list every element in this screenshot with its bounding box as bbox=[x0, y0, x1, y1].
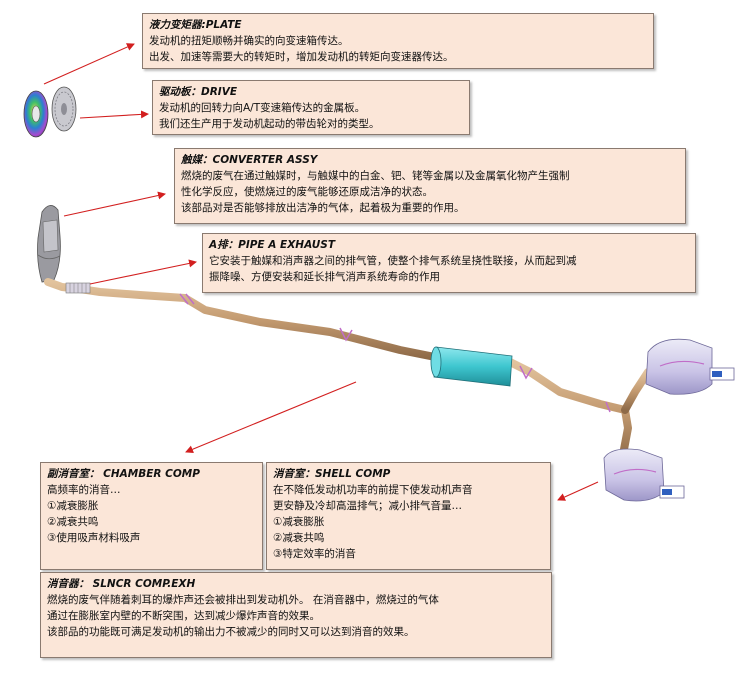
callout-line: 我们还生产用于发动机起动的带齿轮对的类型。 bbox=[159, 118, 380, 130]
callout-drive-plate: 驱动板：DRIVE 发动机的回转力向A/T变速箱传达的金属板。 我们还生产用于发… bbox=[152, 80, 470, 135]
callout-title: 副消音室： CHAMBER COMP bbox=[47, 468, 200, 480]
callout-a-pipe: A排：PIPE A EXHAUST 它安装于触媒和消声器之间的排气管，使整个排气… bbox=[202, 233, 696, 293]
callout-line: 该部品的功能既可满足发动机的输出力不被减少的同时又可以达到消音的效果。 bbox=[47, 626, 415, 638]
arrow-sub-chamber bbox=[185, 381, 357, 454]
callout-line: ③使用吸声材料吸声 bbox=[47, 532, 141, 544]
callout-torque-converter: 液力变矩器:PLATE 发动机的扭矩顺畅并确实的向变速箱传达。 出发、加速等需要… bbox=[142, 13, 654, 69]
callout-shell: 消音室：SHELL COMP 在不降低发动机功率的前提下使发动机声音 更安静及冷… bbox=[266, 462, 551, 570]
callout-arrows bbox=[43, 43, 599, 501]
callout-title: 消音室：SHELL COMP bbox=[273, 468, 391, 480]
callout-title: 触媒：CONVERTER ASSY bbox=[181, 154, 318, 166]
callout-silencer: 消音器： SLNCR COMP.EXH 燃烧的废气伴随着刺耳的爆炸声还会被排出到… bbox=[40, 572, 552, 658]
callout-line: 燃烧的废气伴随着刺耳的爆炸声还会被排出到发动机外。 在消音器中，燃烧过的气体 bbox=[47, 594, 439, 606]
silencer-lower-icon bbox=[603, 448, 685, 502]
callout-line: 振降噪、方便安装和延长排气消声系统寿命的作用 bbox=[209, 271, 440, 283]
callout-line: 性化学反应，使燃烧过的废气能够还原成洁净的状态。 bbox=[181, 186, 433, 198]
callout-line: ①减衰膨胀 bbox=[273, 516, 325, 528]
muffler-icon bbox=[430, 346, 513, 387]
callout-title: A排：PIPE A EXHAUST bbox=[209, 239, 335, 251]
callout-title: 驱动板：DRIVE bbox=[159, 86, 238, 98]
arrow-drive-plate bbox=[79, 110, 149, 119]
callout-catalyst: 触媒：CONVERTER ASSY 燃烧的废气在通过触媒时，与触媒中的白金、钯、… bbox=[174, 148, 686, 224]
callout-line: 它安装于触媒和消声器之间的排气管，使整个排气系统呈挠性联接，从而起到减 bbox=[209, 255, 577, 267]
drive-plate-icon bbox=[51, 86, 77, 132]
callout-line: 出发、加速等需要大的转矩时，增加发动机的转矩向变速器传达。 bbox=[149, 51, 454, 63]
callout-title: 液力变矩器:PLATE bbox=[149, 19, 242, 31]
callout-line: 高频率的消音… bbox=[47, 484, 121, 496]
arrow-torque-converter bbox=[43, 43, 135, 85]
arrow-shell bbox=[557, 481, 599, 501]
callout-line: 发动机的回转力向A/T变速箱传达的金属板。 bbox=[159, 102, 366, 114]
silencer-upper-icon bbox=[645, 338, 735, 395]
arrow-a-pipe bbox=[89, 259, 197, 285]
callout-line: 发动机的扭矩顺畅并确实的向变速箱传达。 bbox=[149, 35, 349, 47]
callout-line: 燃烧的废气在通过触媒时，与触媒中的白金、钯、铑等金属以及金属氧化物产生强制 bbox=[181, 170, 570, 182]
callout-line: 在不降低发动机功率的前提下使发动机声音 bbox=[273, 484, 473, 496]
torque-converter-icon bbox=[23, 90, 49, 138]
arrow-catalyst bbox=[63, 191, 166, 217]
callout-line: ①减衰膨胀 bbox=[47, 500, 99, 512]
exhaust-pipe bbox=[44, 278, 652, 464]
callout-line: 该部品对是否能够排放出洁净的气体，起着极为重要的作用。 bbox=[181, 202, 465, 214]
callout-title: 消音器： SLNCR COMP.EXH bbox=[47, 578, 196, 590]
callout-sub-chamber: 副消音室： CHAMBER COMP 高频率的消音… ①减衰膨胀 ②减衰共鸣 ③… bbox=[40, 462, 263, 570]
catalytic-converter-icon bbox=[37, 205, 61, 283]
callout-line: ②减衰共鸣 bbox=[273, 532, 325, 544]
callout-line: ②减衰共鸣 bbox=[47, 516, 99, 528]
callout-line: 更安静及冷却高温排气；减小排气音量… bbox=[273, 500, 462, 512]
callout-line: ③特定效率的消音 bbox=[273, 548, 356, 560]
callout-line: 通过在膨胀室内壁的不断突围，达到减少爆炸声音的效果。 bbox=[47, 610, 320, 622]
